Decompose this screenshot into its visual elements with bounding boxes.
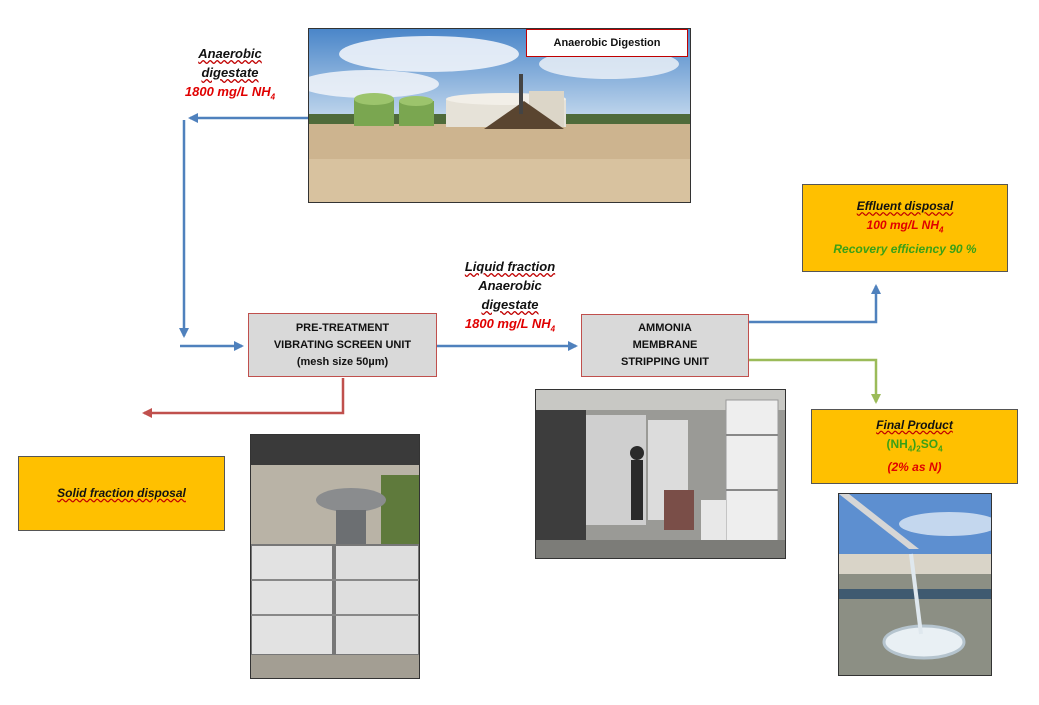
pretreatment-box: PRE-TREATMENT VIBRATING SCREEN UNIT (mes… — [248, 313, 437, 377]
stripping-line2: MEMBRANE — [632, 339, 698, 351]
vibrating-screen-illustration — [251, 435, 419, 678]
effluent-title: Effluent disposal — [856, 199, 954, 214]
formula-part-c: SO — [920, 436, 939, 451]
pretreatment-line1: PRE-TREATMENT — [295, 321, 390, 334]
effluent-box: Effluent disposal 100 mg/L NH4 Recovery … — [802, 184, 1008, 272]
liquid-line1: Liquid fraction — [464, 259, 556, 274]
anaerobic-digestion-title: Anaerobic Digestion — [553, 37, 661, 49]
digestate-label: Anaerobic digestate 1800 mg/L NH4 — [160, 44, 300, 107]
digestate-line2: digestate — [201, 65, 259, 80]
final-product-title: Final Product — [876, 417, 953, 432]
stripping-box: AMMONIA MEMBRANE STRIPPING UNIT — [581, 314, 749, 377]
stripping-line3: STRIPPING UNIT — [620, 356, 709, 368]
final-product-photo — [838, 493, 992, 676]
digestate-line1: Anaerobic — [198, 46, 262, 61]
arrow-to-final-product — [749, 358, 881, 404]
anaerobic-digestion-photo — [308, 28, 691, 203]
formula-sub-1: 4 — [907, 444, 913, 454]
liquid-conc-sub: 4 — [550, 324, 556, 334]
final-product-note: (2% as N) — [887, 460, 942, 475]
liquid-line2: Anaerobic — [478, 278, 542, 293]
solid-fraction-title: Solid fraction disposal — [57, 486, 186, 500]
vibrating-screen-photo — [250, 434, 420, 679]
stripping-line1: AMMONIA — [638, 322, 692, 334]
effluent-recovery: Recovery efficiency 90 % — [833, 241, 977, 256]
effluent-conc-sub: 4 — [939, 225, 944, 235]
solid-fraction-box: Solid fraction disposal — [18, 456, 225, 531]
liquid-conc: 1800 mg/L NH — [464, 316, 551, 331]
stripping-unit-photo — [535, 389, 786, 559]
liquid-fraction-label: Liquid fraction Anaerobic digestate 1800… — [430, 257, 590, 339]
digestion-plant-illustration — [309, 29, 690, 202]
digestate-conc-sub: 4 — [270, 92, 276, 102]
stripping-unit-illustration — [536, 390, 785, 558]
formula-part-b: ) — [912, 436, 917, 451]
final-product-illustration — [839, 494, 991, 675]
effluent-conc: 100 mg/L NH — [866, 218, 939, 233]
pretreatment-line2: VIBRATING SCREEN UNIT — [273, 338, 412, 351]
liquid-line3: digestate — [481, 297, 539, 312]
formula-sub-3: 4 — [938, 444, 943, 454]
arrow-to-effluent — [749, 284, 881, 324]
final-product-formula: (NH4)2SO4 — [886, 435, 942, 458]
pretreatment-line3: (mesh size 50µm) — [296, 355, 389, 368]
arrow-to-solid-disposal — [142, 378, 345, 418]
digestate-conc: 1800 mg/L NH — [184, 84, 271, 99]
anaerobic-digestion-title-box: Anaerobic Digestion — [526, 29, 688, 57]
final-product-box: Final Product (NH4)2SO4 (2% as N) — [811, 409, 1018, 484]
formula-part-a: (NH — [886, 436, 908, 451]
formula-sub-2: 2 — [916, 444, 921, 454]
